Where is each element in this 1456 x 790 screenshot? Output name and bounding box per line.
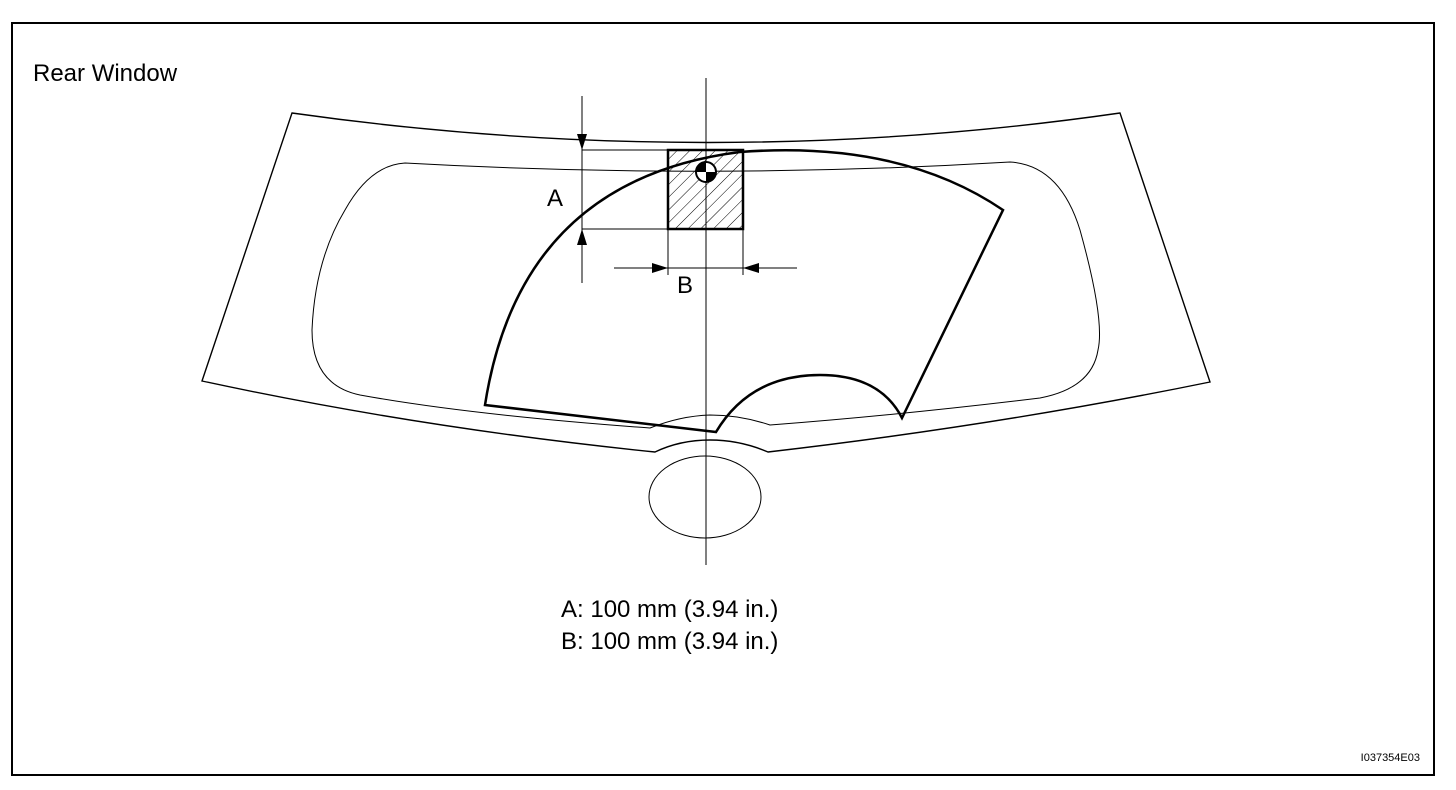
dimension-legend: A: 100 mm (3.94 in.) B: 100 mm (3.94 in.… xyxy=(561,594,778,658)
dimension-b xyxy=(614,229,797,275)
wiper-motor-oval xyxy=(648,455,762,539)
rear-window-inner-edge xyxy=(311,161,1100,429)
legend-line-b: B: 100 mm (3.94 in.) xyxy=(561,628,779,655)
figure-frame xyxy=(11,22,1435,776)
legend-line-a: A: 100 mm (3.94 in.) xyxy=(561,596,779,623)
dimension-b-label: B xyxy=(677,272,693,299)
wiper-wipe-area xyxy=(483,149,1005,434)
center-mark-icon xyxy=(695,161,717,183)
rear-window-outline xyxy=(201,112,1211,453)
figure-id: I037354E03 xyxy=(1360,752,1420,764)
diagram-title: Rear Window xyxy=(33,60,178,87)
dimension-a-label: A xyxy=(547,185,563,212)
dimension-a xyxy=(577,96,668,283)
